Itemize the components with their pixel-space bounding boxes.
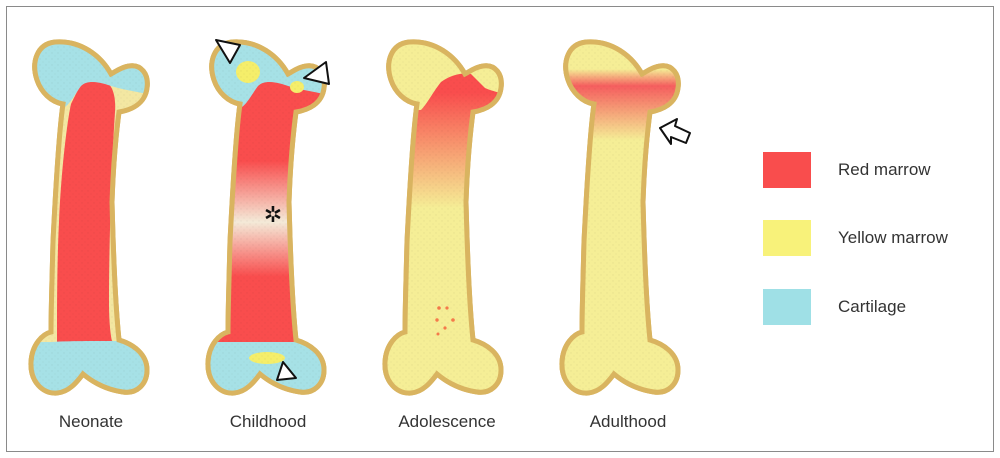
bone-adulthood bbox=[558, 37, 688, 402]
asterisk-marker: ✲ bbox=[264, 203, 282, 228]
stage-label-adulthood: Adulthood bbox=[548, 412, 708, 432]
yellow-marrow-swatch bbox=[763, 220, 811, 256]
bone-neonate bbox=[27, 37, 157, 402]
stage-label-adolescence: Adolescence bbox=[367, 412, 527, 432]
legend-label-red-marrow: Red marrow bbox=[838, 160, 931, 180]
legend-label-cartilage: Cartilage bbox=[838, 297, 906, 317]
bone-adolescence bbox=[381, 37, 511, 402]
cartilage-swatch bbox=[763, 289, 811, 325]
legend-label-yellow-marrow: Yellow marrow bbox=[838, 228, 948, 248]
arrow-marker-adulthood bbox=[660, 119, 690, 144]
stage-label-neonate: Neonate bbox=[11, 412, 171, 432]
stage-label-childhood: Childhood bbox=[188, 412, 348, 432]
red-marrow-swatch bbox=[763, 152, 811, 188]
